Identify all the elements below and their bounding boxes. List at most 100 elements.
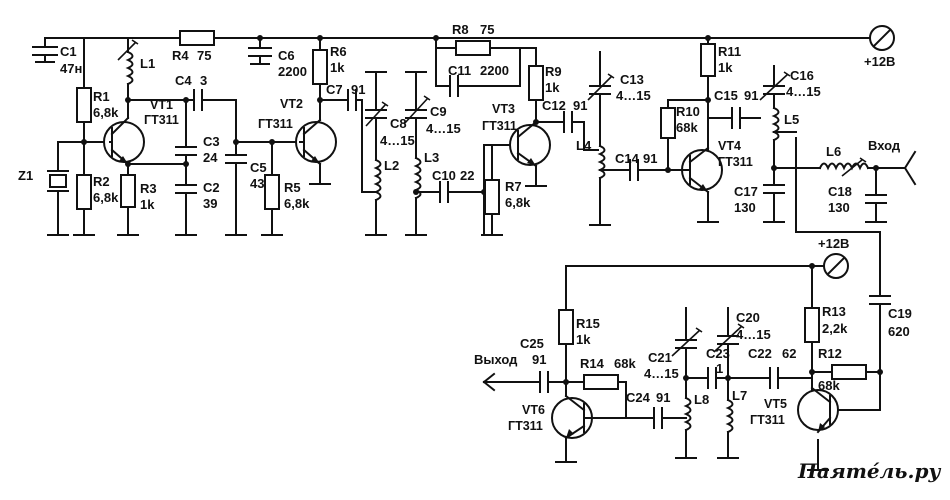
- bottom-tanks: [625, 307, 813, 459]
- c12-ref: C12: [542, 98, 566, 113]
- c12-value: 91: [573, 98, 587, 113]
- c11-ref: C11: [448, 63, 471, 78]
- r8-value: 75: [480, 22, 494, 37]
- r9-ref: R9: [545, 64, 562, 79]
- capacitor-c1: [32, 37, 58, 63]
- c19-value: 620: [888, 324, 910, 339]
- c7-ref: C7: [326, 82, 343, 97]
- tank-c13-l4: [587, 51, 681, 226]
- r3-ref: R3: [140, 181, 157, 196]
- c15-value: 91: [744, 88, 758, 103]
- r4-value: 75: [197, 48, 211, 63]
- c19-ref: C19: [888, 306, 912, 321]
- c5-value: 43: [250, 176, 264, 191]
- c24-value: 91: [656, 390, 670, 405]
- l6-ref: L6: [826, 144, 841, 159]
- c22-ref: C22: [748, 346, 772, 361]
- l2-ref: L2: [384, 158, 399, 173]
- c23-ref: C23: [706, 346, 730, 361]
- c24-ref: C24: [626, 390, 651, 405]
- c3-value: 24: [203, 150, 218, 165]
- r15-ref: R15: [576, 316, 600, 331]
- c3-ref: C3: [203, 134, 220, 149]
- c23-value: 1: [716, 361, 723, 376]
- r10-ref: R10: [676, 104, 700, 119]
- c8-value: 4…15: [380, 133, 415, 148]
- vt2-input-network: [225, 99, 301, 236]
- c20-ref: C20: [736, 310, 760, 325]
- r13-ref: R13: [822, 304, 846, 319]
- c4-ref: C4: [175, 73, 192, 88]
- vt2-ref: VT2: [280, 97, 303, 111]
- c21-value: 4…15: [644, 366, 679, 381]
- transistor-vt5: [797, 386, 839, 434]
- vt5-type: ГТ311: [750, 413, 785, 427]
- resistor-r11: [700, 43, 716, 77]
- r4-ref: R4: [172, 48, 189, 63]
- c15-ref: C15: [714, 88, 738, 103]
- c18-ref: C18: [828, 184, 852, 199]
- resistor-r4: [179, 30, 215, 46]
- tank-c8-l2: [365, 71, 389, 236]
- resistor-r12: [831, 364, 867, 380]
- vt4-ref: VT4: [718, 139, 741, 153]
- r5-value: 6,8k: [284, 196, 310, 211]
- c18-value: 130: [828, 200, 850, 215]
- c25-value: 91: [532, 352, 546, 367]
- r11-ref: R11: [718, 44, 741, 59]
- c9-ref: C9: [430, 104, 447, 119]
- vt3-ref: VT3: [492, 102, 515, 116]
- r10-value: 68k: [676, 120, 698, 135]
- supply-terminal-top: [869, 25, 895, 51]
- input-network: [759, 65, 917, 411]
- r9-value: 1k: [545, 80, 560, 95]
- c8-ref: C8: [390, 116, 407, 131]
- resistor-r15: [558, 309, 574, 345]
- r11-value: 1k: [718, 60, 733, 75]
- vt5-network: [804, 263, 883, 471]
- c9-value: 4…15: [426, 121, 461, 136]
- r7-value: 6,8k: [505, 195, 531, 210]
- c7-value: 91: [351, 82, 365, 97]
- resistor-r3: [120, 174, 136, 208]
- crystal-z1: [49, 174, 67, 188]
- c4-value: 3: [200, 73, 207, 88]
- c10-value: 22: [460, 168, 474, 183]
- vt6-type: ГТ311: [508, 419, 543, 433]
- c11-value: 2200: [480, 63, 509, 78]
- l8-ref: L8: [694, 392, 709, 407]
- r15-value: 1k: [576, 332, 591, 347]
- r12-value: 68k: [818, 378, 840, 393]
- c14-ref: C14: [615, 151, 640, 166]
- vt4-network: [660, 35, 761, 223]
- r12-ref: R12: [818, 346, 842, 361]
- r3-value: 1k: [140, 197, 155, 212]
- filter-r8-c11: [433, 35, 537, 97]
- l7-ref: L7: [732, 388, 747, 403]
- vt4-type: ГТ311: [718, 155, 753, 169]
- r5-ref: R5: [284, 180, 301, 195]
- r13-value: 2,2k: [822, 321, 848, 336]
- resistor-r7-group: [481, 144, 503, 236]
- resistor-r13: [804, 307, 820, 343]
- c6-ref: C6: [278, 48, 295, 63]
- r14-ref: R14: [580, 356, 605, 371]
- vt2-collector-network: [312, 35, 377, 193]
- bias-divider-vt1: [47, 37, 111, 236]
- r2-ref: R2: [93, 174, 110, 189]
- r6-ref: R6: [330, 44, 347, 59]
- z1-ref: Z1: [18, 168, 33, 183]
- c14-value: 91: [643, 151, 657, 166]
- supply-bottom-label: +12В: [818, 236, 849, 251]
- c16-ref: C16: [790, 68, 814, 83]
- vt2-type: ГТ311: [258, 117, 293, 131]
- input-label: Вход: [868, 138, 901, 153]
- c13-value: 4…15: [616, 88, 651, 103]
- r2-value: 6,8k: [93, 190, 119, 205]
- c25-ref: C25: [520, 336, 544, 351]
- capacitor-c6: [248, 35, 272, 65]
- c13-ref: C13: [620, 72, 644, 87]
- resistor-r7: [484, 179, 500, 215]
- supply-top-label: +12В: [864, 54, 895, 69]
- l3-ref: L3: [424, 150, 439, 165]
